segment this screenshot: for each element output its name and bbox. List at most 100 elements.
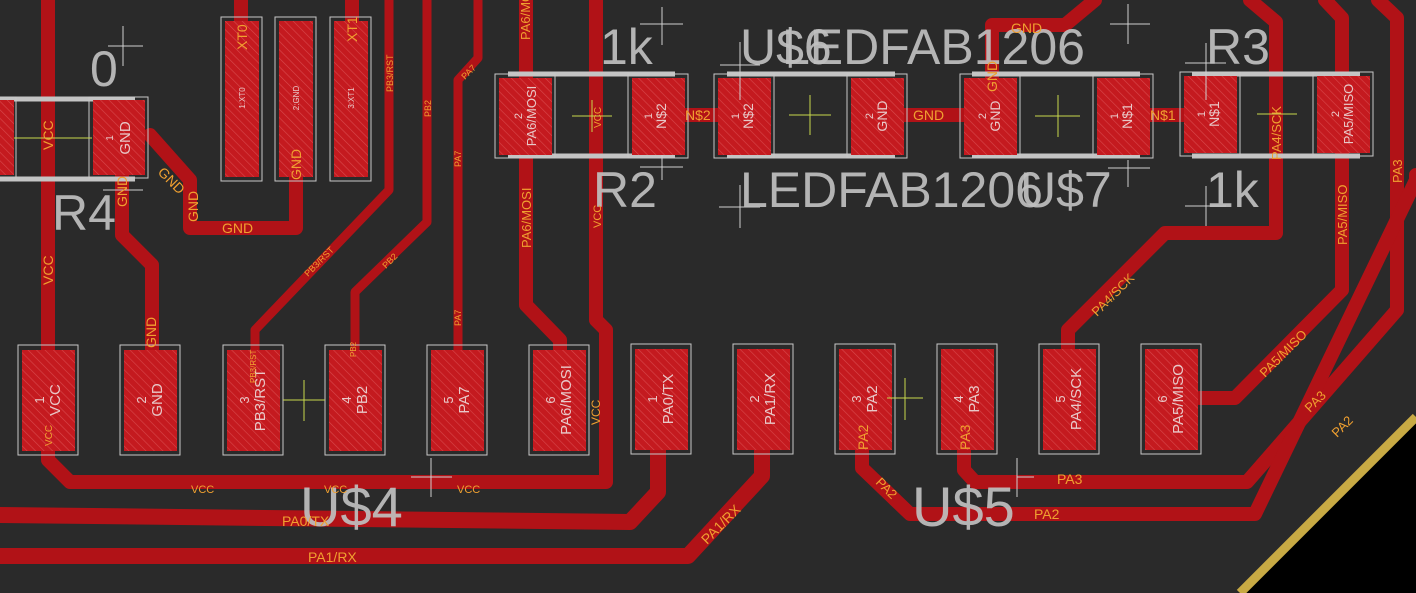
pad-label: 1	[32, 396, 47, 403]
crystal-pad-gnd[interactable]	[274, 16, 317, 182]
pad-label: 5	[1053, 395, 1068, 402]
pad-copper	[1184, 76, 1237, 153]
r3-pad-1[interactable]	[1179, 71, 1241, 157]
u5-pad-2[interactable]	[732, 343, 794, 455]
net-label-pa1: PA1/RX	[308, 549, 357, 565]
board-outline-edge[interactable]	[1236, 413, 1416, 593]
pad-label: N$1	[1119, 103, 1135, 129]
crystal-pad-xt0[interactable]	[220, 16, 263, 182]
pad-label: N$2	[653, 103, 669, 129]
pad-copper	[279, 21, 313, 177]
trace-pa4-sck[interactable]	[1061, 0, 1283, 357]
pad-label: PB3/RST	[252, 369, 269, 432]
trace-pb2[interactable]	[350, 0, 432, 355]
pad-label: PB2	[354, 386, 371, 414]
u6-pad-2[interactable]	[846, 73, 908, 159]
u7-value: LEDFAB1206	[740, 162, 1043, 218]
trace-pa6-mosi[interactable]	[519, 0, 567, 357]
u4-pad-5[interactable]	[426, 344, 488, 456]
r2-pad-2[interactable]	[494, 73, 556, 159]
pad-outline	[959, 73, 1021, 159]
trace-gnd-crystal[interactable]	[143, 128, 303, 235]
pad-label: GND	[874, 100, 890, 131]
u7-pad-2[interactable]	[959, 73, 1021, 159]
r4-outline	[0, 96, 135, 182]
component-labels: 0 R4 1k R2 U$6 LEDFAB1206 LEDFAB1206 U$7…	[52, 19, 1270, 538]
net-label-xt1: XT1	[344, 16, 360, 42]
trace-gnd-u7-up[interactable]	[985, 0, 1102, 92]
trace-pa7[interactable]	[453, 0, 483, 355]
r3-value: 1k	[1206, 162, 1260, 218]
pad-copper	[839, 349, 892, 450]
net-label-vcc: VCC	[40, 120, 56, 150]
pad-copper	[964, 78, 1017, 155]
net-label-pb3: PB3/RST	[302, 244, 336, 278]
u4-pad-1[interactable]	[17, 344, 79, 456]
pad-outline	[1092, 73, 1154, 159]
net-label-pb3: PB3/RST	[385, 54, 395, 92]
net-label-vcc: VCC	[593, 107, 604, 128]
trace-pa3[interactable]	[957, 0, 1404, 489]
pad-label: 2:GND	[292, 86, 301, 111]
net-label-ns2: N$2	[685, 107, 711, 123]
u4-pad-4[interactable]	[324, 344, 386, 456]
pad-copper	[225, 21, 259, 177]
u5-pad-5[interactable]	[1038, 343, 1100, 455]
trace-pa0-tx[interactable]	[0, 442, 666, 530]
u5-pad-1[interactable]	[630, 343, 692, 455]
r2-pad-1[interactable]	[627, 73, 689, 159]
pad-outline	[732, 343, 794, 455]
trace-gnd-r4-down[interactable]	[115, 163, 159, 357]
u5-name: U$5	[912, 475, 1015, 538]
u4-pad-3[interactable]	[222, 344, 284, 456]
pad-label: 1	[105, 135, 116, 141]
text-origin-crosses	[103, 4, 1226, 497]
trace-pa5-miso[interactable]	[1193, 0, 1349, 405]
pad-outline	[17, 344, 79, 456]
r4-pad-2[interactable]	[0, 96, 17, 179]
text-origin-cross-icon	[719, 185, 760, 228]
u5-pad-3[interactable]	[834, 343, 896, 455]
net-label-pa3: PA3	[1390, 159, 1405, 183]
u7-pad-1[interactable]	[1092, 73, 1154, 159]
u4-pad-6[interactable]	[528, 344, 590, 456]
pad-copper	[941, 349, 994, 450]
pad-label: GND	[117, 121, 134, 155]
pad-copper	[533, 350, 586, 451]
net-label-pa5: PA5/MISO	[1335, 185, 1350, 245]
u6-pad-1[interactable]	[713, 73, 775, 159]
pad-label: 2	[513, 113, 525, 119]
trace-pb3-rst[interactable]	[250, 0, 394, 355]
r4-pad-1[interactable]	[88, 96, 149, 179]
trace-pa2[interactable]	[855, 168, 1416, 521]
r3-pad-2[interactable]	[1312, 71, 1374, 157]
u4-pad-2[interactable]	[119, 344, 181, 456]
net-label-gnd: GND	[185, 191, 201, 222]
u5-pad-4[interactable]	[936, 343, 998, 455]
u5-pad-6[interactable]	[1140, 343, 1202, 455]
pad-outline	[630, 343, 692, 455]
pad-label: PA4/SCK	[1068, 368, 1085, 430]
u7-origin-icon	[1035, 95, 1080, 137]
pad-label: PA6/MOSI	[524, 86, 539, 146]
net-label-gnd: GND	[222, 220, 253, 236]
trace-pa1-rx[interactable]	[0, 442, 770, 564]
pad-outline	[713, 73, 775, 159]
net-label-vcc: VCC	[324, 484, 347, 496]
net-label-pa7: PA7	[453, 151, 463, 167]
u7-name: U$7	[1020, 162, 1112, 218]
trace-vcc-left[interactable]	[41, 0, 613, 489]
text-origin-cross-icon	[640, 155, 683, 180]
pad-label: 1:XT0	[238, 87, 247, 109]
pad-copper	[329, 350, 382, 451]
pad-outline	[274, 16, 317, 182]
pad-outline	[426, 344, 488, 456]
crystal-pad-xt1[interactable]	[329, 16, 372, 182]
net-label-pa4: PA4/SCK	[1269, 106, 1284, 160]
pad-label: 2	[747, 395, 762, 402]
u6-name: U$6	[740, 19, 832, 75]
pad-copper	[1145, 349, 1198, 450]
pad-label: 2	[977, 113, 989, 119]
pad-label: 2	[864, 113, 876, 119]
